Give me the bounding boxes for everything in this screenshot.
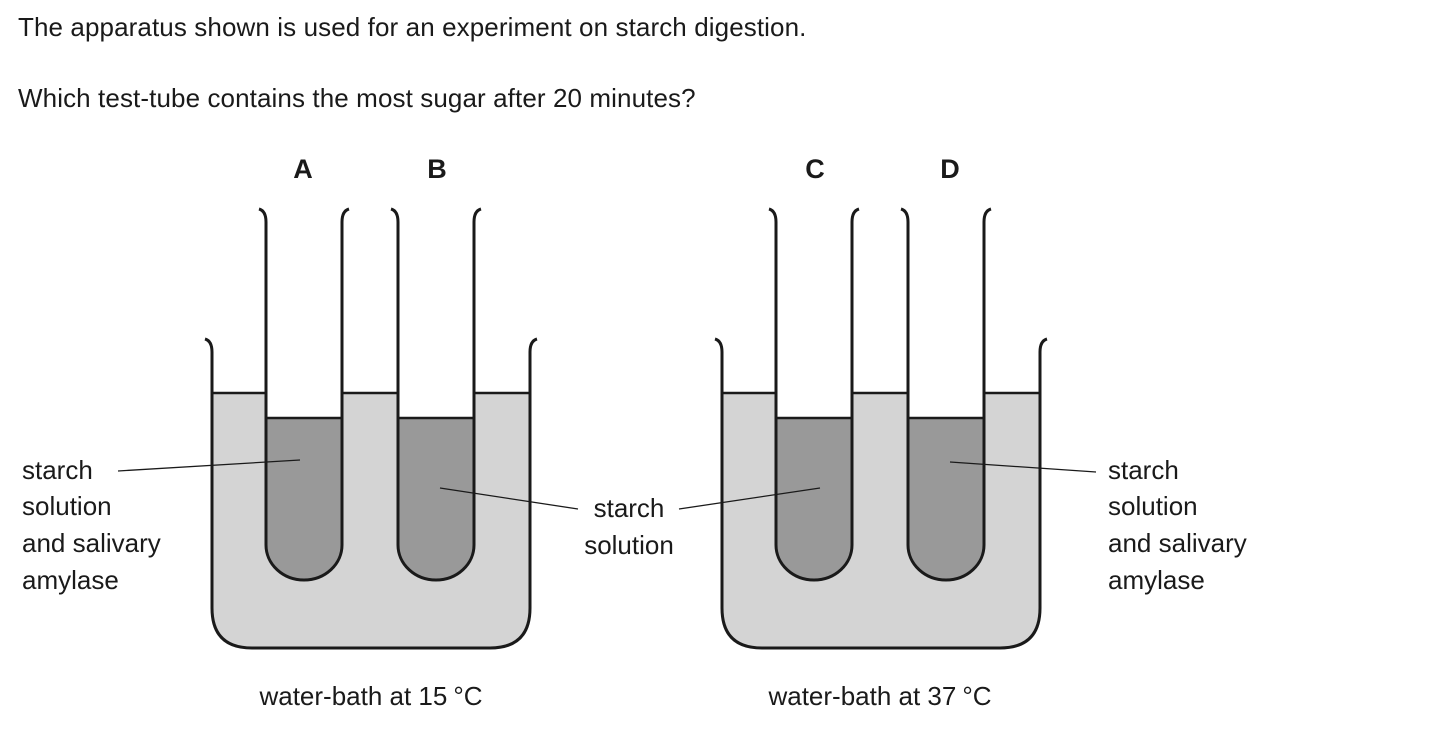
leader-line-middle-to-b: [439, 487, 579, 510]
tube-d-contents: [908, 418, 984, 580]
leader-line-left: [117, 459, 301, 472]
left-beaker: [204, 337, 538, 650]
test-tube-b: [390, 207, 482, 582]
tube-c-glass: [768, 207, 860, 582]
right-bath-caption-unit: °C: [962, 681, 991, 711]
left-beaker-outline: [204, 337, 538, 650]
left-bath-caption-prefix: water-bath at 15: [258, 681, 447, 711]
tube-label-d: D: [940, 154, 960, 184]
tube-a-contents: [266, 418, 342, 580]
right-beaker: [714, 337, 1048, 650]
test-tube-d: [900, 207, 992, 582]
middle-callout-line: starch: [594, 493, 665, 523]
left-beaker-water: [212, 393, 530, 648]
right-callout-line: starch: [1108, 455, 1179, 485]
right-beaker-water: [722, 393, 1040, 648]
right-callout-line: and salivary: [1108, 528, 1247, 558]
tube-b-contents: [398, 418, 474, 580]
left-bath-caption-unit: °C: [453, 681, 482, 711]
left-callout-line: solution: [22, 491, 112, 521]
tube-label-a: A: [293, 154, 313, 184]
tube-d-glass: [900, 207, 992, 582]
right-bath-caption: water-bath at 37°C: [767, 681, 991, 711]
tube-label-c: C: [805, 154, 825, 184]
left-callout-line: and salivary: [22, 528, 161, 558]
right-callout-line: amylase: [1108, 565, 1205, 595]
left-callout: starch solution and salivary amylase: [22, 455, 161, 595]
leader-line-middle-to-c: [678, 487, 821, 510]
leader-line-right: [949, 461, 1097, 473]
test-tube-c: [768, 207, 860, 582]
right-callout: starch solution and salivary amylase: [1108, 455, 1247, 595]
tube-a-glass: [258, 207, 350, 582]
left-callout-line: amylase: [22, 565, 119, 595]
left-callout-line: starch: [22, 455, 93, 485]
right-bath-caption-prefix: water-bath at 37: [767, 681, 956, 711]
left-bath-caption: water-bath at 15°C: [258, 681, 482, 711]
tube-c-contents: [776, 418, 852, 580]
middle-callout: starch solution: [584, 493, 674, 560]
tube-b-glass: [390, 207, 482, 582]
right-callout-line: solution: [1108, 491, 1198, 521]
test-tube-a: [258, 207, 350, 582]
question-prompt: Which test-tube contains the most sugar …: [18, 83, 696, 113]
tube-label-b: B: [427, 154, 447, 184]
right-beaker-outline: [714, 337, 1048, 650]
middle-callout-line: solution: [584, 530, 674, 560]
question-intro: The apparatus shown is used for an exper…: [18, 12, 807, 42]
